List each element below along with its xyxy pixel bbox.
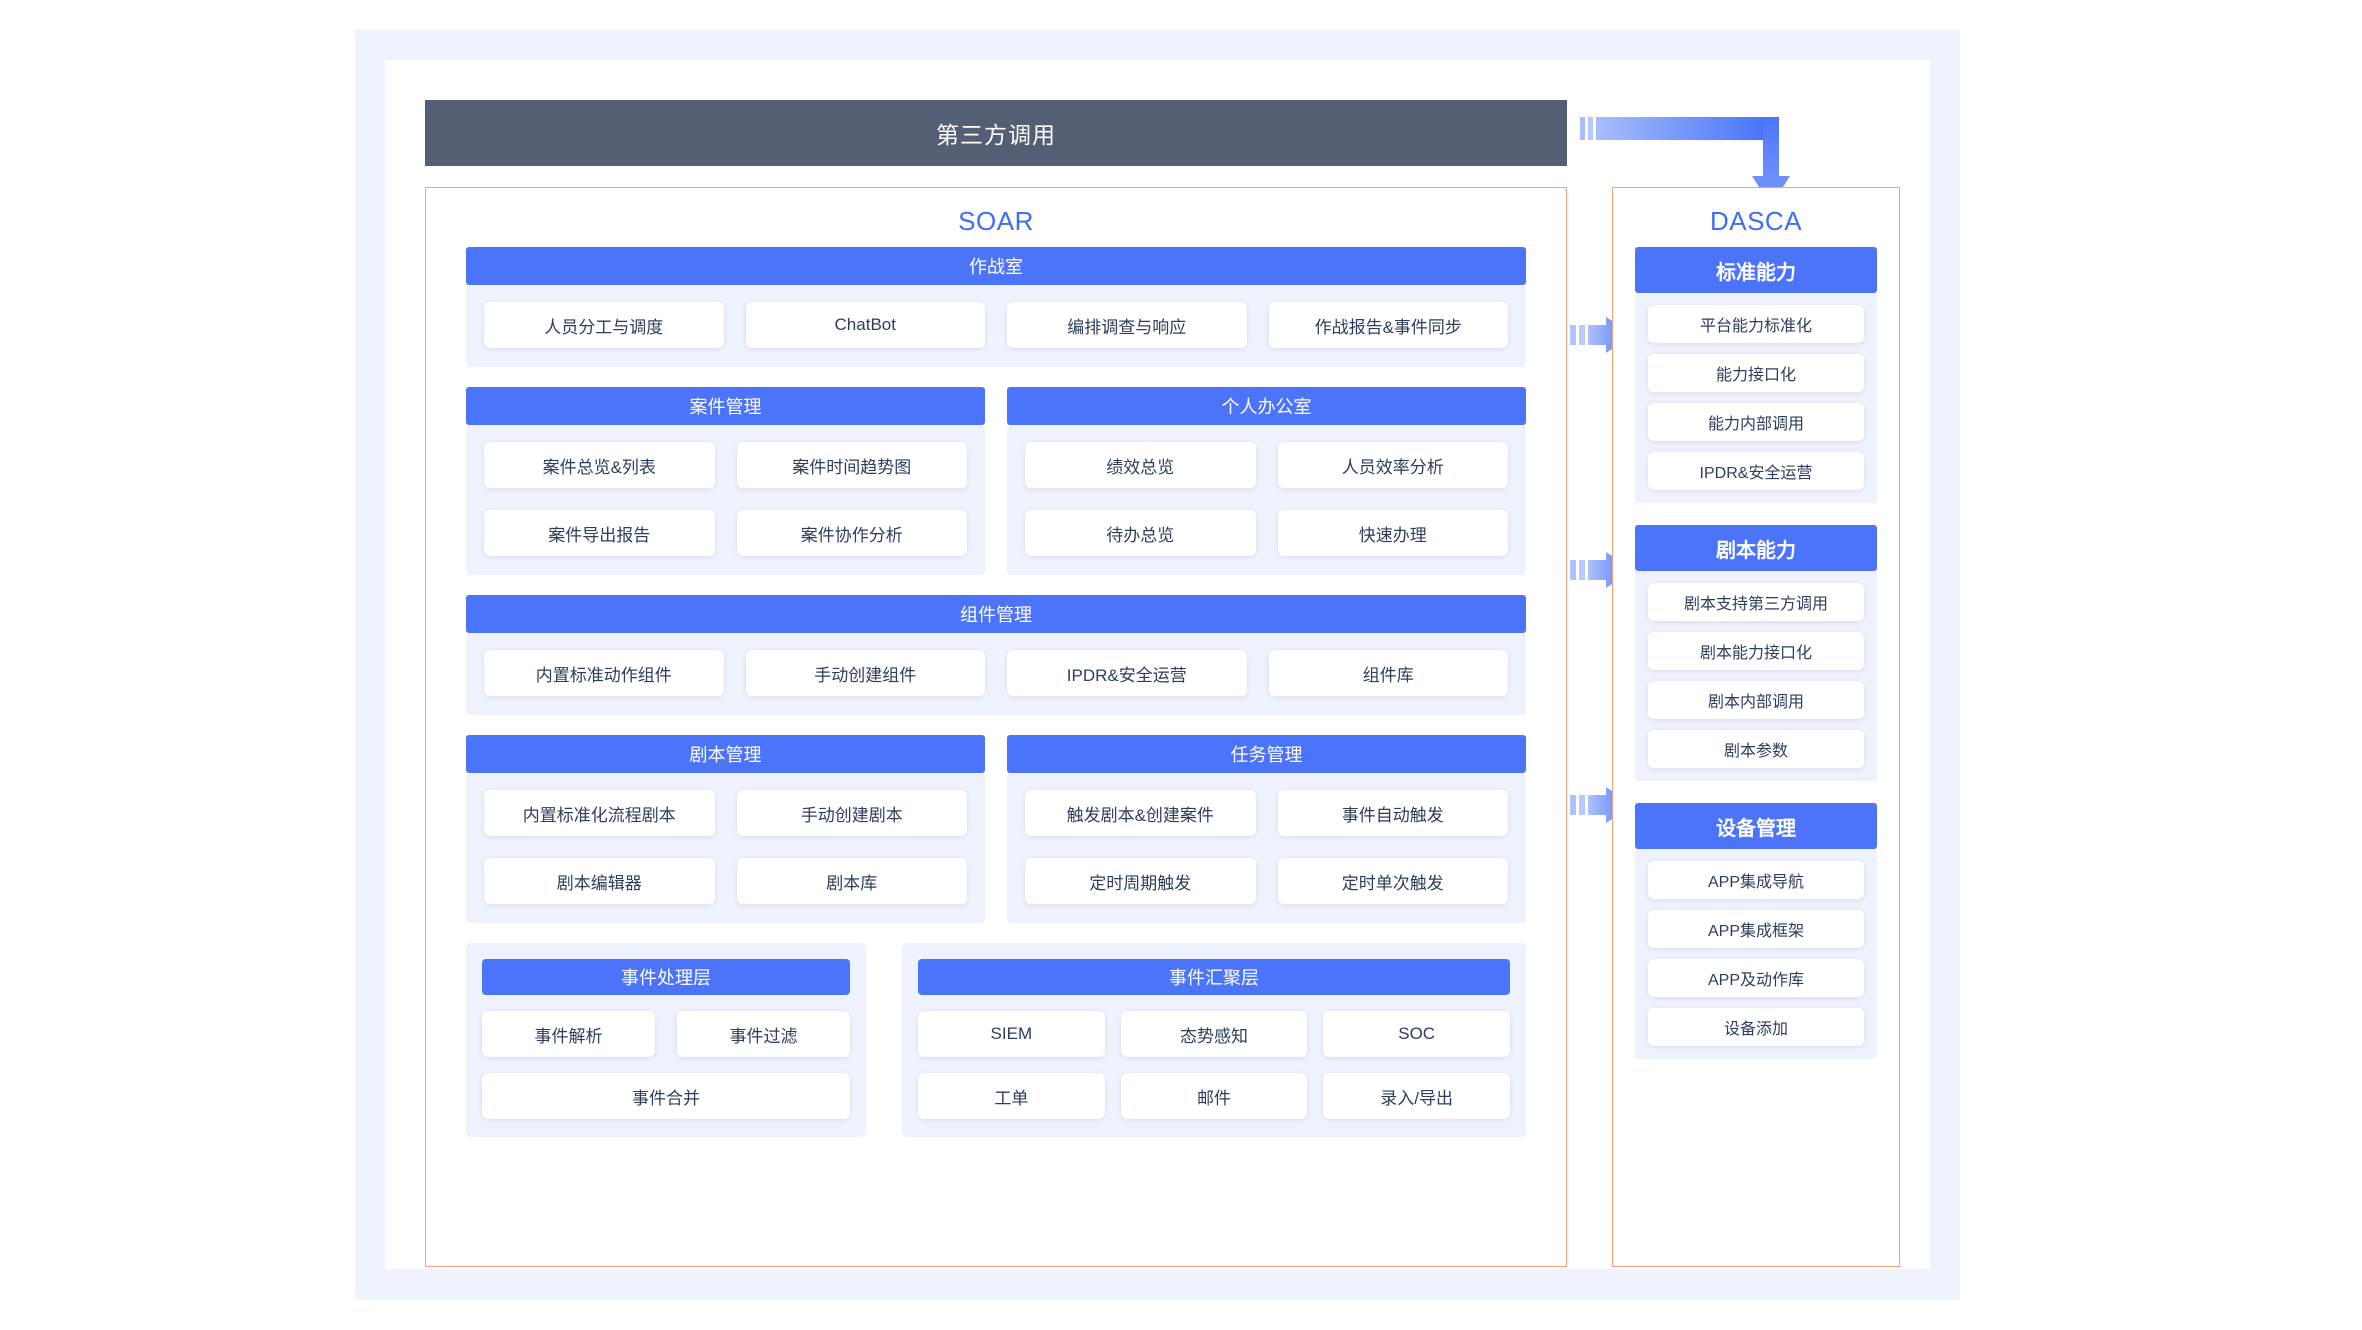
- dasca-item[interactable]: IPDR&安全运营: [1648, 452, 1864, 490]
- dasca-item[interactable]: 剧本参数: [1648, 730, 1864, 768]
- connector-arrow-device-icon: [1570, 787, 1634, 823]
- tile-item[interactable]: IPDR&安全运营: [1007, 650, 1247, 696]
- task-management-header: 任务管理: [1007, 735, 1526, 773]
- playbook-management-header: 剧本管理: [466, 735, 985, 773]
- tile-item[interactable]: 人员效率分析: [1277, 442, 1508, 488]
- diagram-white-card: 第三方调用 SOAR: [385, 60, 1930, 1269]
- dasca-item[interactable]: APP集成导航: [1648, 861, 1864, 899]
- third-party-call-label: 第三方调用: [936, 122, 1056, 148]
- case-management-header: 案件管理: [466, 387, 985, 425]
- connector-arrow-playbook-icon: [1570, 552, 1634, 588]
- tile-item[interactable]: 案件总览&列表: [484, 442, 715, 488]
- tile-item[interactable]: 作战报告&事件同步: [1268, 302, 1508, 348]
- dasca-group-device-management: 设备管理 APP集成导航 APP集成框架 APP及动作库 设备添加: [1635, 803, 1877, 1059]
- tile-item[interactable]: 工单: [918, 1073, 1105, 1119]
- dasca-item[interactable]: APP及动作库: [1648, 959, 1864, 997]
- section-case-and-office: 案件管理 个人办公室 案件总览&列表 案件时间趋势图 案件导出报告 案件协作分析: [466, 387, 1526, 575]
- tile-item[interactable]: 案件导出报告: [484, 510, 715, 556]
- personal-office-tiles: 绩效总览 人员效率分析 待办总览 快速办理: [1007, 425, 1526, 575]
- tile-item[interactable]: 人员分工与调度: [484, 302, 724, 348]
- component-management-tiles: 内置标准动作组件 手动创建组件 IPDR&安全运营 组件库: [466, 633, 1526, 715]
- section-event-layers: 事件处理层 事件解析 事件过滤 事件合并 事件汇聚层 SIEM 态势感知 SOC: [426, 943, 1566, 1137]
- personal-office-header: 个人办公室: [1007, 387, 1526, 425]
- dasca-item[interactable]: 设备添加: [1648, 1008, 1864, 1046]
- tile-item[interactable]: 事件过滤: [677, 1011, 850, 1057]
- tile-item[interactable]: 待办总览: [1025, 510, 1256, 556]
- third-party-call-bar: 第三方调用: [425, 100, 1567, 166]
- diagram-outer-frame: 第三方调用 SOAR: [355, 30, 1960, 1300]
- dasca-title: DASCA: [1709, 206, 1803, 236]
- tile-item[interactable]: 事件解析: [482, 1011, 655, 1057]
- event-aggregation-layer-header: 事件汇聚层: [918, 959, 1510, 995]
- tile-item[interactable]: 手动创建剧本: [736, 790, 967, 836]
- elbow-arrow-icon: [1580, 117, 1790, 206]
- tile-item[interactable]: 绩效总览: [1025, 442, 1256, 488]
- tile-item[interactable]: SIEM: [918, 1011, 1105, 1057]
- tile-item[interactable]: 编排调查与响应: [1007, 302, 1247, 348]
- tile-item[interactable]: 手动创建组件: [745, 650, 985, 696]
- tile-item[interactable]: 剧本库: [736, 858, 967, 904]
- section-playbook-and-task: 剧本管理 任务管理 内置标准化流程剧本 手动创建剧本 剧本编辑器 剧本库: [466, 735, 1526, 923]
- tile-item[interactable]: 态势感知: [1120, 1011, 1308, 1057]
- dasca-item[interactable]: 剧本支持第三方调用: [1648, 583, 1864, 621]
- tile-item[interactable]: 内置标准化流程剧本: [484, 790, 715, 836]
- case-management-tiles: 案件总览&列表 案件时间趋势图 案件导出报告 案件协作分析: [466, 425, 985, 575]
- dasca-item[interactable]: 剧本内部调用: [1648, 681, 1864, 719]
- event-processing-layer-box: 事件处理层 事件解析 事件过滤 事件合并: [466, 943, 866, 1137]
- dasca-group-header: 标准能力: [1635, 247, 1877, 293]
- tile-item[interactable]: 快速办理: [1277, 510, 1508, 556]
- dasca-item[interactable]: 剧本能力接口化: [1648, 632, 1864, 670]
- dasca-group-header: 剧本能力: [1635, 525, 1877, 571]
- dasca-item[interactable]: APP集成框架: [1648, 910, 1864, 948]
- war-room-header: 作战室: [466, 247, 1526, 285]
- tile-item[interactable]: 触发剧本&创建案件: [1025, 790, 1256, 836]
- war-room-tiles: 人员分工与调度 ChatBot 编排调查与响应 作战报告&事件同步: [466, 285, 1526, 367]
- tile-item[interactable]: 定时周期触发: [1025, 858, 1256, 904]
- playbook-management-tiles: 内置标准化流程剧本 手动创建剧本 剧本编辑器 剧本库: [466, 773, 985, 923]
- dasca-panel: DASCA 标准能力 平台能力标准化 能力接口化 能力内部调用 IPDR&安全运…: [1612, 187, 1900, 1267]
- tile-item[interactable]: SOC: [1323, 1011, 1510, 1057]
- dasca-item[interactable]: 平台能力标准化: [1648, 305, 1864, 343]
- dasca-item[interactable]: 能力内部调用: [1648, 403, 1864, 441]
- dasca-item[interactable]: 能力接口化: [1648, 354, 1864, 392]
- connector-arrow-standard-icon: [1570, 317, 1634, 353]
- event-processing-layer-header: 事件处理层: [482, 959, 850, 995]
- section-war-room: 作战室 人员分工与调度 ChatBot 编排调查与响应 作战报告&事件同步: [466, 247, 1526, 367]
- section-component-management: 组件管理 内置标准动作组件 手动创建组件 IPDR&安全运营 组件库: [466, 595, 1526, 715]
- event-aggregation-layer-box: 事件汇聚层 SIEM 态势感知 SOC 工单 邮件 录入/导出: [902, 943, 1526, 1137]
- tile-item[interactable]: 事件自动触发: [1277, 790, 1508, 836]
- tile-item[interactable]: 邮件: [1120, 1073, 1308, 1119]
- task-management-tiles: 触发剧本&创建案件 事件自动触发 定时周期触发 定时单次触发: [1007, 773, 1526, 923]
- tile-item[interactable]: 事件合并: [482, 1073, 850, 1119]
- dasca-group-header: 设备管理: [1635, 803, 1877, 849]
- tile-item[interactable]: 剧本编辑器: [484, 858, 715, 904]
- tile-item[interactable]: 组件库: [1268, 650, 1508, 696]
- tile-item[interactable]: 录入/导出: [1323, 1073, 1510, 1119]
- dasca-group-playbook-capability: 剧本能力 剧本支持第三方调用 剧本能力接口化 剧本内部调用 剧本参数: [1635, 525, 1877, 781]
- component-management-header: 组件管理: [466, 595, 1526, 633]
- tile-item[interactable]: 内置标准动作组件: [484, 650, 724, 696]
- soar-panel: SOAR 作战室 人员分工与调度 ChatBot 编排调查与响应 作战报告&事件…: [425, 187, 1567, 1267]
- dasca-group-standard-capability: 标准能力 平台能力标准化 能力接口化 能力内部调用 IPDR&安全运营: [1635, 247, 1877, 503]
- tile-item[interactable]: 定时单次触发: [1277, 858, 1508, 904]
- tile-item[interactable]: ChatBot: [745, 302, 985, 348]
- tile-item[interactable]: 案件时间趋势图: [736, 442, 967, 488]
- tile-item[interactable]: 案件协作分析: [736, 510, 967, 556]
- soar-title: SOAR: [958, 206, 1034, 236]
